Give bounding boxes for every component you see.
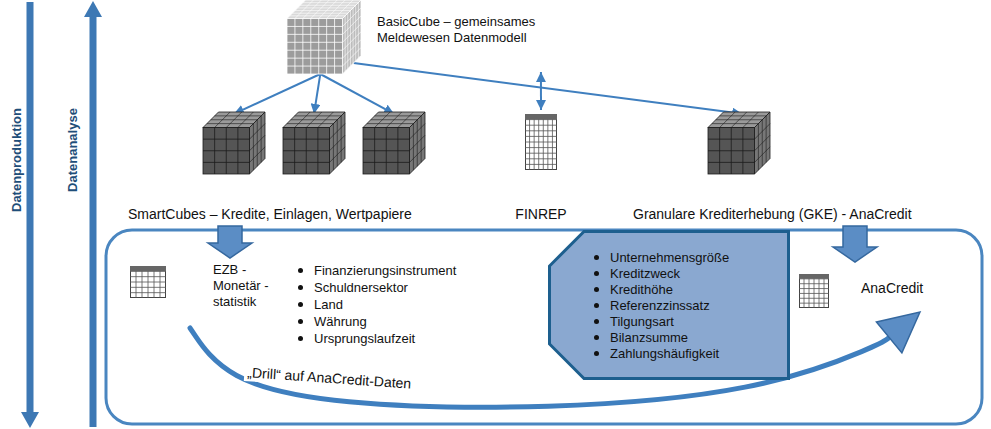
bullet-dot [594, 271, 599, 276]
node-label: Granulare Krediterhebung (GKE) - AnaCred… [633, 206, 912, 222]
bullet-row: Tilgungsart [594, 314, 782, 330]
cube-shape [363, 112, 425, 174]
bullet-dot [594, 303, 599, 308]
attribute-item: Land [314, 297, 343, 312]
cube-icon [203, 112, 265, 174]
axis-label: Datenanalyse [65, 108, 80, 192]
flow-arrow [234, 74, 320, 114]
bullet-dot [594, 255, 599, 260]
bullet-row: Kreditzweck [594, 266, 782, 282]
text-row: BasicCube – gemeinsames Meldewesen Daten… [377, 14, 565, 46]
axis-label-box: Datenproduktion [8, 108, 25, 212]
attribute-item: Währung [314, 314, 367, 329]
feature-item: Bilanzsumme [610, 330, 688, 345]
block-arrow-shape [833, 226, 877, 262]
text-row: Granulare Krediterhebung (GKE) - AnaCred… [633, 206, 958, 223]
source-box: SmartCubes – Kredite, Einlagen, Wertpapi… [125, 108, 475, 226]
feature-item: Unternehmensgröße [610, 250, 729, 265]
axis-label-box: Datenanalyse [64, 108, 81, 192]
cube-icon [287, 0, 361, 74]
text-row: FINREP [505, 206, 577, 223]
bullet-dot [594, 351, 599, 356]
source-box: EZB - Monetär - statistik [125, 258, 290, 328]
analysis-arrow-shaft [90, 15, 97, 427]
table-icon [525, 114, 557, 170]
axis-label: Datenproduktion [9, 108, 24, 212]
bullet-dot [298, 268, 303, 273]
production-arrow-shaft [27, 2, 34, 414]
block-arrow [208, 226, 252, 258]
bullet-row: Zahlungshäufigkeit [594, 346, 782, 362]
bullet-row: Ursprungslaufzeit [298, 330, 415, 347]
analysis-arrow-head [84, 1, 102, 17]
cube-shape [283, 112, 345, 174]
cube-shape [203, 112, 265, 174]
block-arrow-shape [208, 226, 252, 258]
flow-arrow [314, 74, 320, 114]
edge-label: „Drill“ auf AnaCredit-Daten [244, 364, 415, 393]
arrow-line [540, 72, 542, 110]
grid-icon [525, 114, 557, 170]
table-icon [799, 274, 829, 308]
bullet-dot [594, 335, 599, 340]
arrow-line [234, 74, 320, 114]
bullet-row: Finanzierungsinstrument [298, 262, 456, 279]
node-label: SmartCubes – Kredite, Einlagen, Wertpapi… [128, 206, 412, 222]
bullet-dot [298, 319, 303, 324]
feature-item: Referenzzinssatz [610, 298, 710, 313]
bullet-dot [594, 319, 599, 324]
cube-icon [283, 112, 345, 174]
bullet-row: Kredithöhe [594, 282, 782, 298]
text-row: EZB - Monetär - statistik [213, 262, 290, 310]
bullet-row: Schuldnersektor [298, 279, 408, 296]
feature-item: Zahlungshäufigkeit [610, 346, 719, 361]
arrow-line [314, 74, 320, 114]
attribute-item: Schuldnersektor [314, 280, 408, 295]
bullet-row: Unternehmensgröße [594, 250, 782, 266]
bullet-dot [594, 287, 599, 292]
arrow-line [320, 74, 394, 114]
bullet-dot [298, 336, 303, 341]
bullet-dot [298, 285, 303, 290]
table-icon [130, 266, 166, 298]
source-box: FINREP [505, 110, 577, 226]
cube-shape [287, 0, 361, 74]
attribute-item: Finanzierungsinstrument [314, 263, 456, 278]
text-row: SmartCubes – Kredite, Einlagen, Wertpapi… [128, 206, 475, 223]
cube-icon [363, 112, 425, 174]
production-arrow-head [21, 412, 39, 428]
feature-octagon: UnternehmensgrößeKreditzweckKredithöheRe… [548, 230, 790, 380]
text-row: AnaCredit [861, 280, 945, 297]
bullet-dot [298, 302, 303, 307]
feature-item: Kreditzweck [610, 266, 680, 281]
block-arrow [833, 226, 877, 262]
source-box: AnaCredit [795, 262, 945, 312]
bullet-row: Bilanzsumme [594, 330, 782, 346]
flow-arrow [320, 74, 394, 114]
arrow-line [354, 63, 742, 114]
bullet-row: Land [298, 296, 343, 313]
source-box: BasicCube – gemeinsames Meldewesen Daten… [285, 0, 565, 72]
curve-head [876, 312, 920, 353]
node-label: EZB - Monetär - statistik [213, 262, 285, 310]
source-box: Granulare Krediterhebung (GKE) - AnaCred… [628, 108, 958, 226]
cube-shape [708, 112, 770, 174]
bullet-row: Währung [298, 313, 367, 330]
node-label: AnaCredit [861, 280, 923, 296]
feature-item: Kredithöhe [610, 282, 673, 297]
attribute-item: Ursprungslaufzeit [314, 331, 415, 346]
flow-arrow [540, 72, 541, 110]
flow-arrow [354, 63, 742, 114]
node-label: FINREP [515, 206, 566, 222]
grid-icon [130, 266, 166, 298]
bullet-row: Referenzzinssatz [594, 298, 782, 314]
cube-icon [708, 112, 770, 174]
feature-item: Tilgungsart [610, 314, 674, 329]
node-label: BasicCube – gemeinsames Meldewesen Daten… [377, 14, 557, 46]
grid-icon [799, 274, 829, 308]
